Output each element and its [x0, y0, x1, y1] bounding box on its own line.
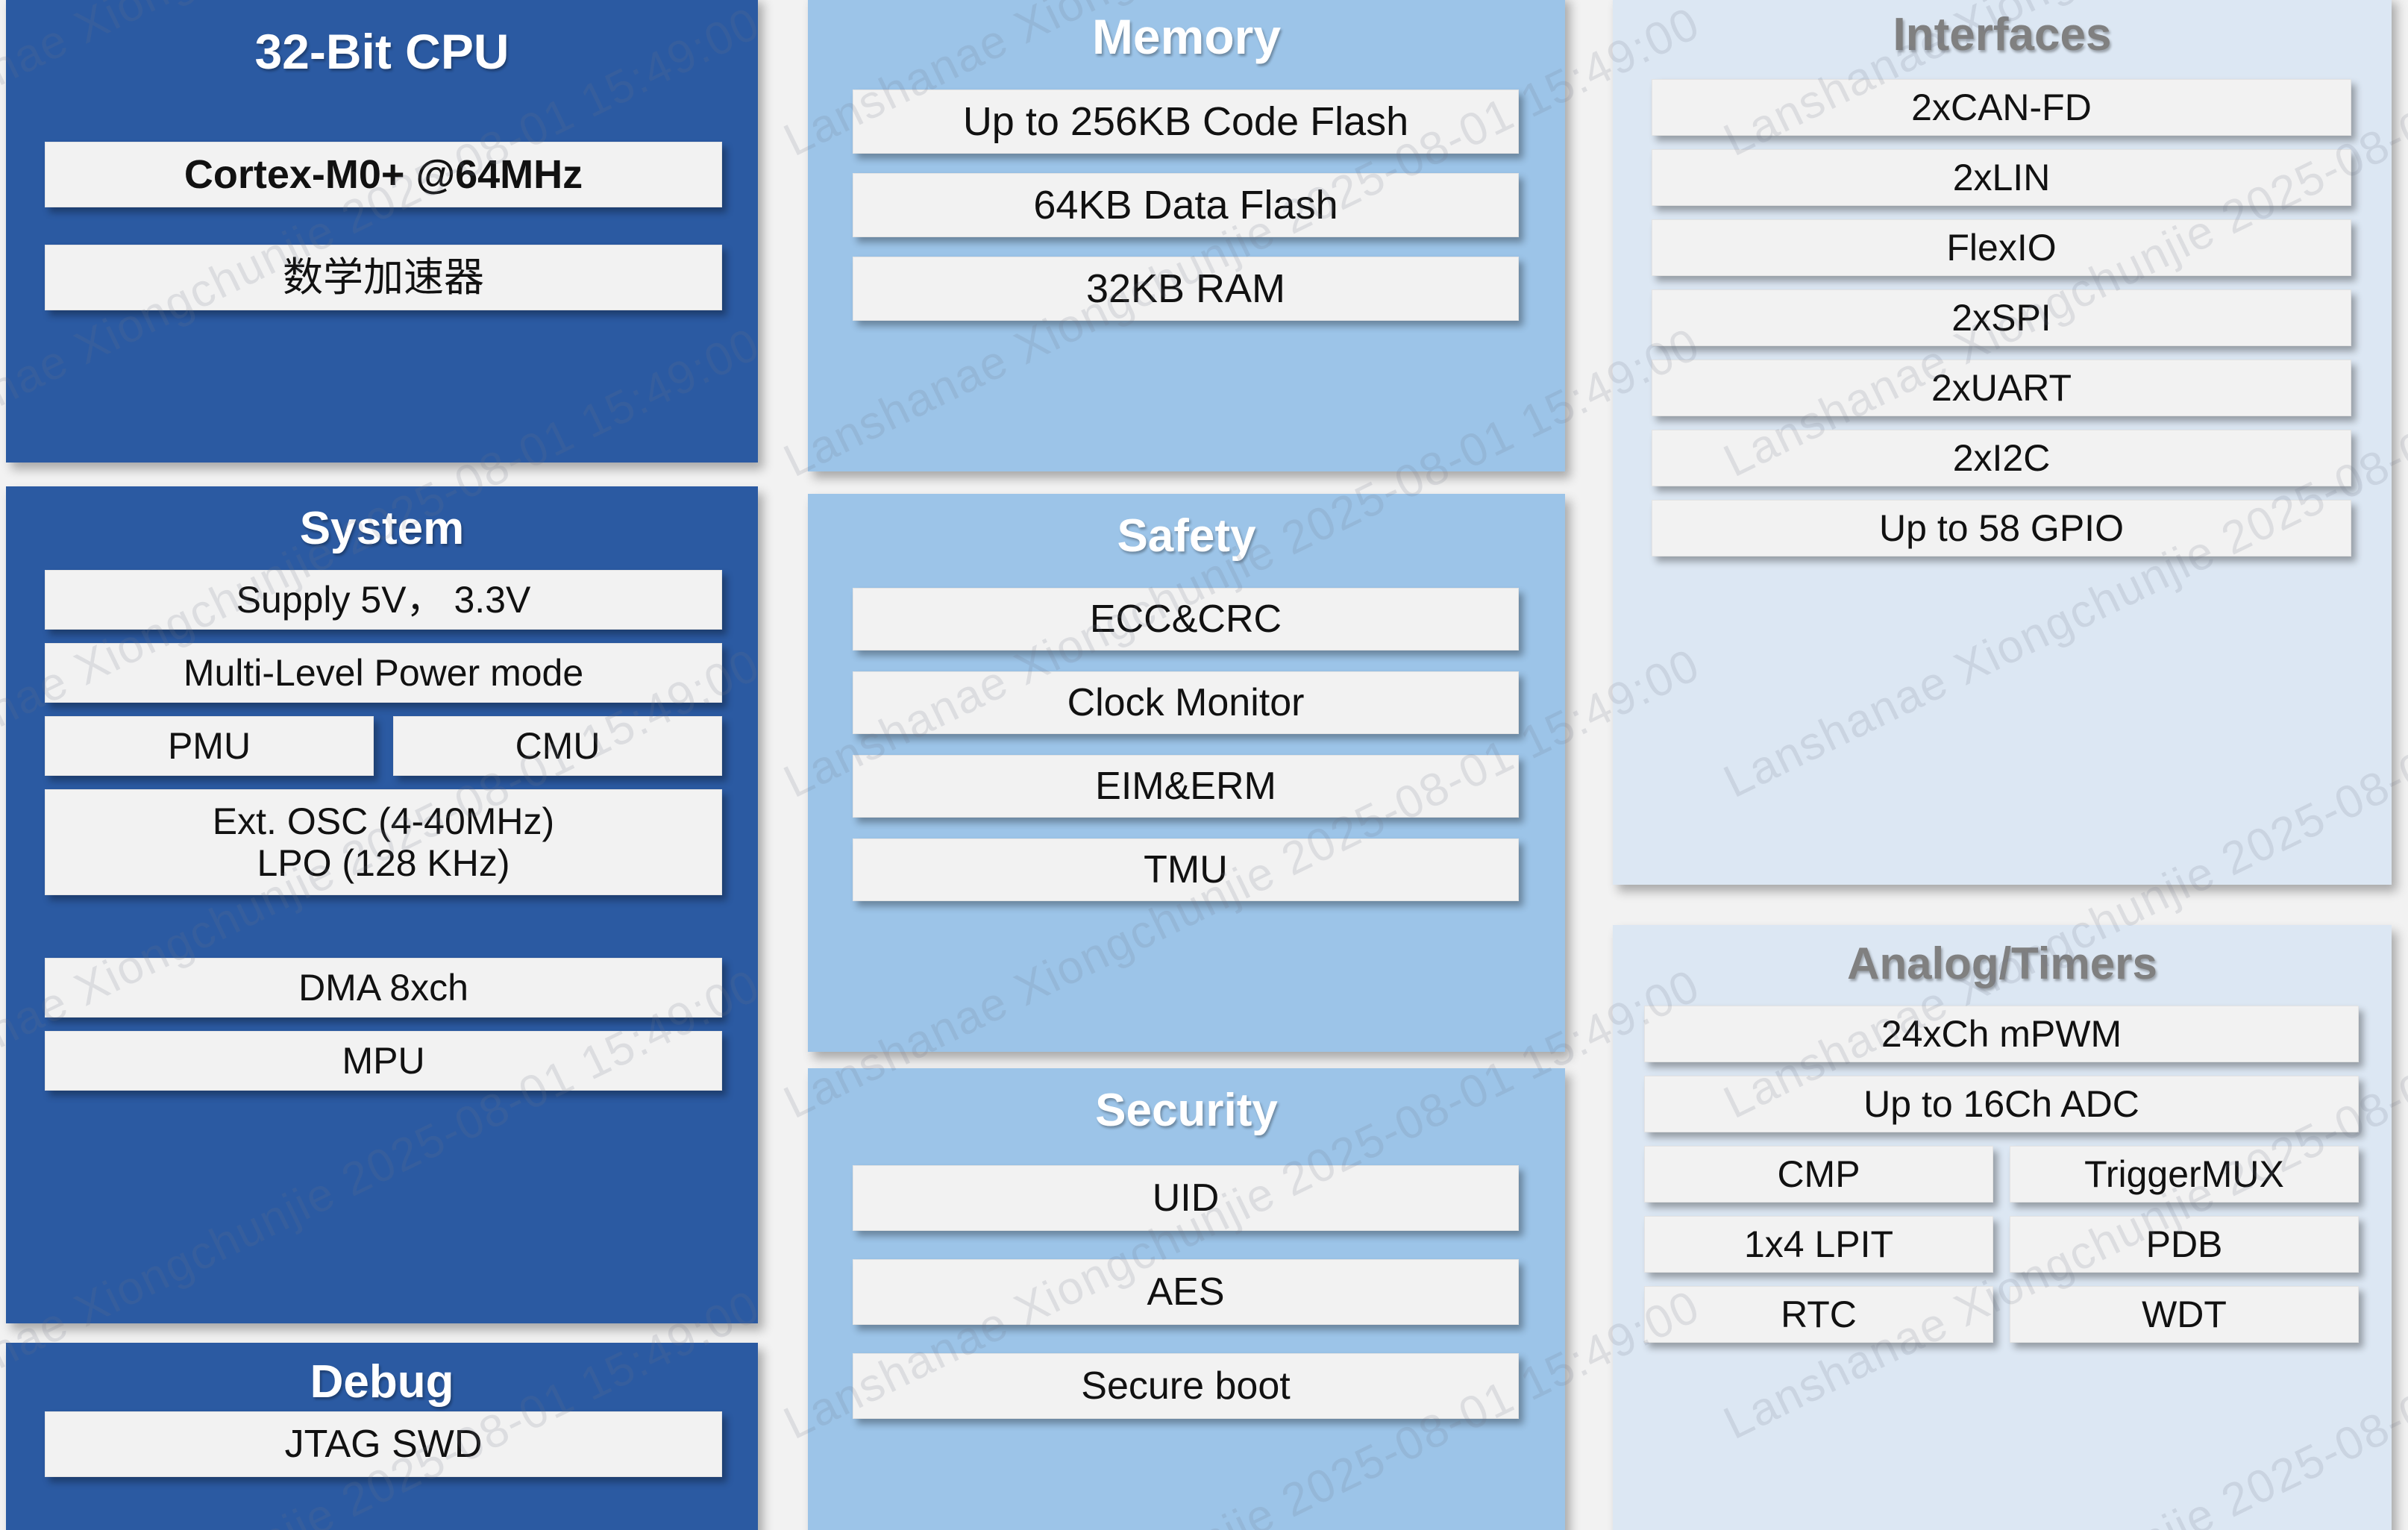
chip-pdb: PDB [2010, 1216, 2359, 1273]
interfaces-block: Interfaces 2xCAN-FD 2xLIN FlexIO 2xSPI 2… [1613, 0, 2392, 885]
analog-row-2: 1x4 LPIT PDB [1644, 1216, 2359, 1273]
debug-chip-list: JTAG SWD [45, 1411, 722, 1477]
safety-block-title: Safety [1117, 510, 1256, 562]
chip-i2c: 2xI2C [1652, 430, 2351, 486]
analog-row-3: RTC WDT [1644, 1286, 2359, 1343]
chip-secure-boot: Secure boot [853, 1353, 1519, 1419]
memory-chip-list: Up to 256KB Code Flash 64KB Data Flash 3… [853, 90, 1519, 340]
chip-cmp: CMP [1644, 1146, 1993, 1203]
debug-block-title: Debug [310, 1356, 454, 1408]
cpu-chip-list: Cortex-M0+ @64MHz 数学加速器 [45, 142, 722, 348]
chip-triggermux: TriggerMUX [2010, 1146, 2359, 1203]
chip-lin: 2xLIN [1652, 149, 2351, 206]
chip-ecc-crc: ECC&CRC [853, 588, 1519, 650]
analog-timers-block: Analog/Timers 24xCh mPWM Up to 16Ch ADC … [1613, 925, 2392, 1530]
chip-lpit: 1x4 LPIT [1644, 1216, 1993, 1273]
chip-dma: DMA 8xch [45, 958, 722, 1018]
chip-data-flash: 64KB Data Flash [853, 173, 1519, 237]
chip-oscillator: Ext. OSC (4-40MHz) LPO (128 KHz) [45, 789, 722, 895]
system-block-title: System [299, 503, 465, 554]
system-chip-list: Supply 5V， 3.3V Multi-Level Power mode P… [45, 570, 722, 1104]
analog-timers-chip-list: 24xCh mPWM Up to 16Ch ADC CMP TriggerMUX… [1644, 1006, 2359, 1356]
chip-mpu: MPU [45, 1031, 722, 1091]
chip-power-mode: Multi-Level Power mode [45, 643, 722, 703]
chip-aes: AES [853, 1259, 1519, 1325]
interfaces-block-title: Interfaces [1893, 9, 2112, 60]
system-block: System Supply 5V， 3.3V Multi-Level Power… [6, 486, 758, 1323]
chip-wdt: WDT [2010, 1286, 2359, 1343]
safety-block: Safety ECC&CRC Clock Monitor EIM&ERM TMU [808, 494, 1565, 1052]
chip-code-flash: Up to 256KB Code Flash [853, 90, 1519, 154]
chip-cmu: CMU [393, 716, 722, 776]
chip-rtc: RTC [1644, 1286, 1993, 1343]
debug-block: Debug JTAG SWD [6, 1343, 758, 1530]
chip-tmu: TMU [853, 838, 1519, 901]
chip-clock-monitor: Clock Monitor [853, 671, 1519, 734]
chip-pmu: PMU [45, 716, 374, 776]
chip-gpio: Up to 58 GPIO [1652, 500, 2351, 556]
analog-row-1: CMP TriggerMUX [1644, 1146, 2359, 1203]
memory-block: Memory Up to 256KB Code Flash 64KB Data … [808, 0, 1565, 471]
chip-jtag-swd: JTAG SWD [45, 1411, 722, 1477]
memory-block-title: Memory [1091, 9, 1282, 64]
analog-timers-block-title: Analog/Timers [1847, 938, 2157, 988]
chip-spi: 2xSPI [1652, 289, 2351, 346]
interfaces-chip-list: 2xCAN-FD 2xLIN FlexIO 2xSPI 2xUART 2xI2C… [1652, 79, 2351, 570]
system-pmu-cmu-row: PMU CMU [45, 716, 722, 776]
chip-can-fd: 2xCAN-FD [1652, 79, 2351, 136]
chip-uid: UID [853, 1165, 1519, 1231]
chip-cortex-m0: Cortex-M0+ @64MHz [45, 142, 722, 207]
security-chip-list: UID AES Secure boot [853, 1165, 1519, 1447]
chip-eim-erm: EIM&ERM [853, 755, 1519, 818]
chip-math-accelerator: 数学加速器 [45, 245, 722, 310]
safety-chip-list: ECC&CRC Clock Monitor EIM&ERM TMU [853, 588, 1519, 922]
chip-flexio: FlexIO [1652, 219, 2351, 276]
security-block-title: Security [1095, 1085, 1278, 1136]
chip-supply: Supply 5V， 3.3V [45, 570, 722, 630]
chip-uart: 2xUART [1652, 360, 2351, 416]
chip-ram: 32KB RAM [853, 257, 1519, 321]
cpu-block: 32-Bit CPU Cortex-M0+ @64MHz 数学加速器 [6, 0, 758, 463]
chip-mpwm: 24xCh mPWM [1644, 1006, 2359, 1062]
cpu-block-title: 32-Bit CPU [254, 24, 509, 79]
security-block: Security UID AES Secure boot [808, 1068, 1565, 1530]
chip-adc: Up to 16Ch ADC [1644, 1076, 2359, 1132]
